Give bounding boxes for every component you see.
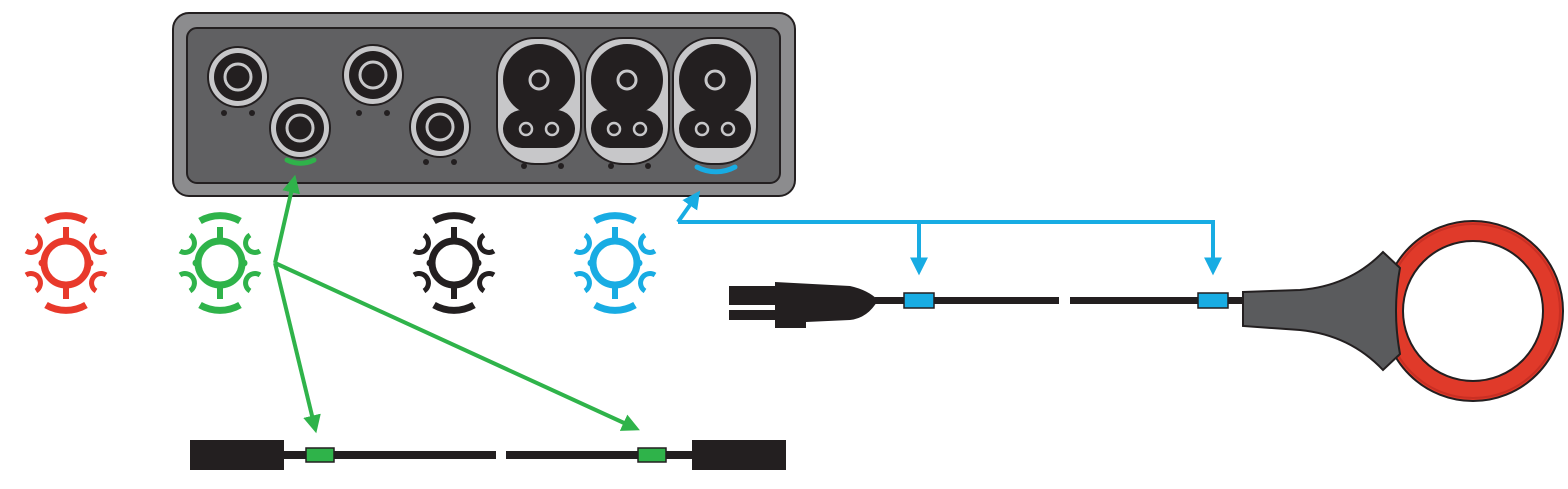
voltage-socket-2[interactable] [268, 96, 332, 166]
voltage-socket-1[interactable] [206, 45, 270, 116]
red-color-ring-icon [26, 216, 106, 311]
green-marker-left [305, 447, 335, 463]
current-socket-1[interactable] [495, 36, 583, 169]
blue-socket-marker [694, 164, 738, 175]
green-color-ring-icon [180, 216, 260, 311]
blue-arrows [676, 190, 1222, 276]
voltage-lead-cable [190, 440, 786, 470]
current-probe [729, 220, 1564, 402]
blue-color-ring-icon [575, 216, 655, 311]
green-socket-marker [284, 157, 317, 166]
flexible-clamp-ring [1382, 220, 1564, 402]
blue-marker-left [903, 292, 935, 309]
lead-plug-right [692, 440, 786, 470]
instrument-panel [172, 12, 796, 197]
black-color-ring-icon [414, 216, 494, 311]
green-arrows [273, 174, 640, 434]
blue-marker-right [1197, 292, 1229, 309]
clamp-handle [1242, 250, 1402, 372]
green-marker-right [637, 447, 667, 463]
current-socket-2[interactable] [583, 36, 671, 169]
current-socket-3[interactable] [671, 36, 759, 175]
lead-plug-left [190, 440, 284, 470]
probe-connector [729, 282, 878, 328]
voltage-socket-3[interactable] [341, 43, 405, 116]
voltage-socket-4[interactable] [408, 95, 472, 165]
